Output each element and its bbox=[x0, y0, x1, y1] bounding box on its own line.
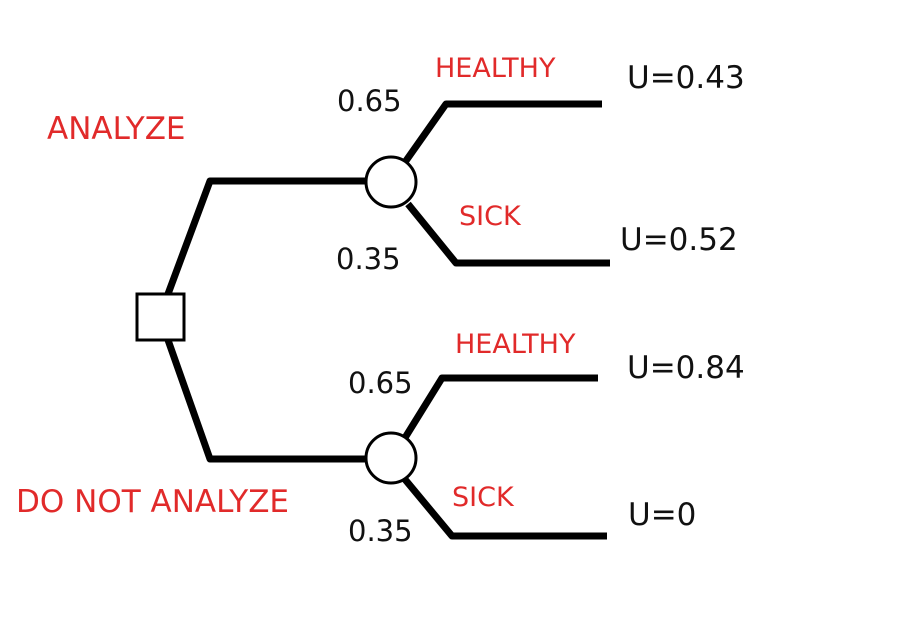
probability-do-not-analyze-healthy: 0.65 bbox=[348, 366, 413, 400]
probability-analyze-healthy: 0.65 bbox=[337, 84, 402, 118]
utility-analyze-sick: U=0.52 bbox=[620, 222, 738, 258]
analyze-healthy-line bbox=[400, 100, 602, 168]
utility-do-not-analyze-healthy: U=0.84 bbox=[627, 350, 745, 386]
analyze-branch-line bbox=[164, 177, 365, 296]
do-not-analyze-sick-line bbox=[400, 474, 607, 540]
utility-do-not-analyze-sick: U=0 bbox=[628, 497, 697, 533]
do-not-analyze-branch-line bbox=[164, 338, 365, 463]
decision-node-square bbox=[135, 292, 186, 342]
action-label-analyze: ANALYZE bbox=[47, 111, 186, 147]
analyze-sick-line bbox=[405, 201, 610, 267]
probability-do-not-analyze-sick: 0.35 bbox=[348, 514, 413, 548]
outcome-label-do-not-analyze-healthy: HEALTHY bbox=[455, 329, 576, 360]
action-label-do-not-analyze: DO NOT ANALYZE bbox=[16, 484, 290, 520]
probability-analyze-sick: 0.35 bbox=[336, 242, 401, 276]
outcome-label-analyze-sick: SICK bbox=[459, 201, 521, 232]
chance-node-analyze bbox=[364, 155, 418, 209]
utility-analyze-healthy: U=0.43 bbox=[627, 60, 745, 96]
chance-node-do-not-analyze bbox=[364, 431, 418, 485]
do-not-analyze-healthy-line bbox=[400, 374, 598, 443]
outcome-label-analyze-healthy: HEALTHY bbox=[435, 53, 556, 84]
outcome-label-do-not-analyze-sick: SICK bbox=[452, 482, 514, 513]
